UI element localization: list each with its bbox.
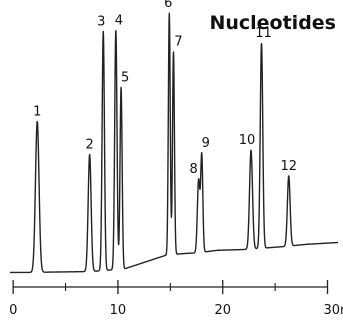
peak-label: 7 [174,35,182,50]
peak-label: 4 [115,13,123,28]
peak-label: 3 [97,14,105,29]
peak-label: 1 [33,104,41,119]
peak-label: 8 [189,162,197,177]
peak-label: 12 [280,159,297,174]
peak-label: 2 [86,137,94,152]
peak-label: 10 [239,133,256,148]
x-tick-label: 0 [9,303,17,318]
chart-title: Nucleotides [209,12,336,34]
chromatogram-trace [9,12,339,274]
peak-label: 6 [164,0,172,11]
x-axis: 0 10 20 30min [9,280,343,318]
peak-label: 5 [121,70,129,85]
x-tick-label: 10 [110,303,127,318]
x-tick-label: 20 [214,303,231,318]
peak-label: 9 [202,136,210,151]
peak-label: 11 [255,26,272,41]
x-tick-label: 30min [324,303,343,318]
